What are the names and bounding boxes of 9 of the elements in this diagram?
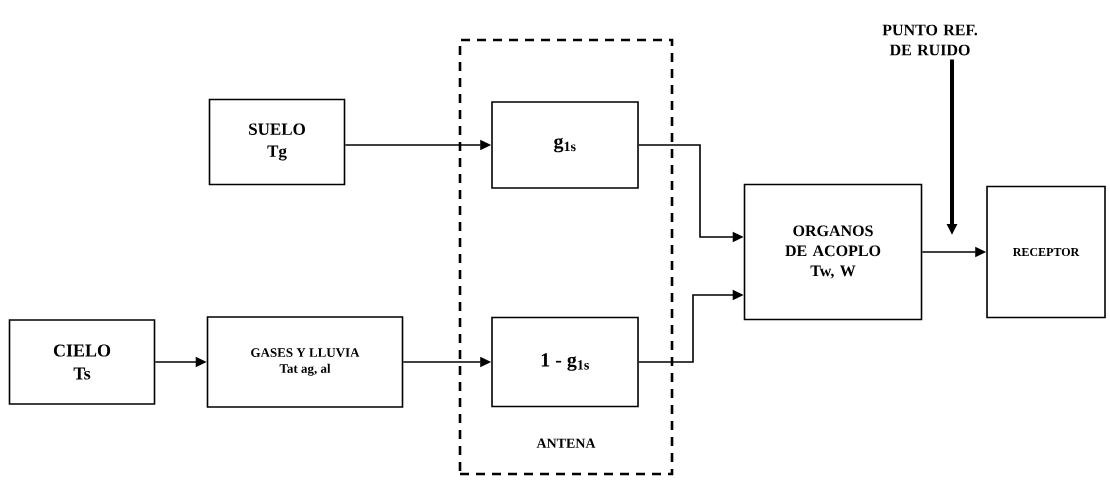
reference-label: PUNTO REF. DE RUIDO xyxy=(882,24,978,56)
block-box: SUELO Tg xyxy=(208,98,346,186)
block-box: ORGANOS DE ACOPLO Tw, W xyxy=(743,183,923,321)
block-box: g$_{1s}$ xyxy=(491,101,639,189)
block-box: CIELO Ts xyxy=(8,319,156,405)
frame-label: ANTENA xyxy=(536,438,596,448)
block-box: RECEPTOR xyxy=(986,185,1106,319)
block-box: 1 - g$_{1s}$ xyxy=(491,316,639,408)
block-box: GASES Y LLUVIA Tat ag, al xyxy=(206,316,404,408)
